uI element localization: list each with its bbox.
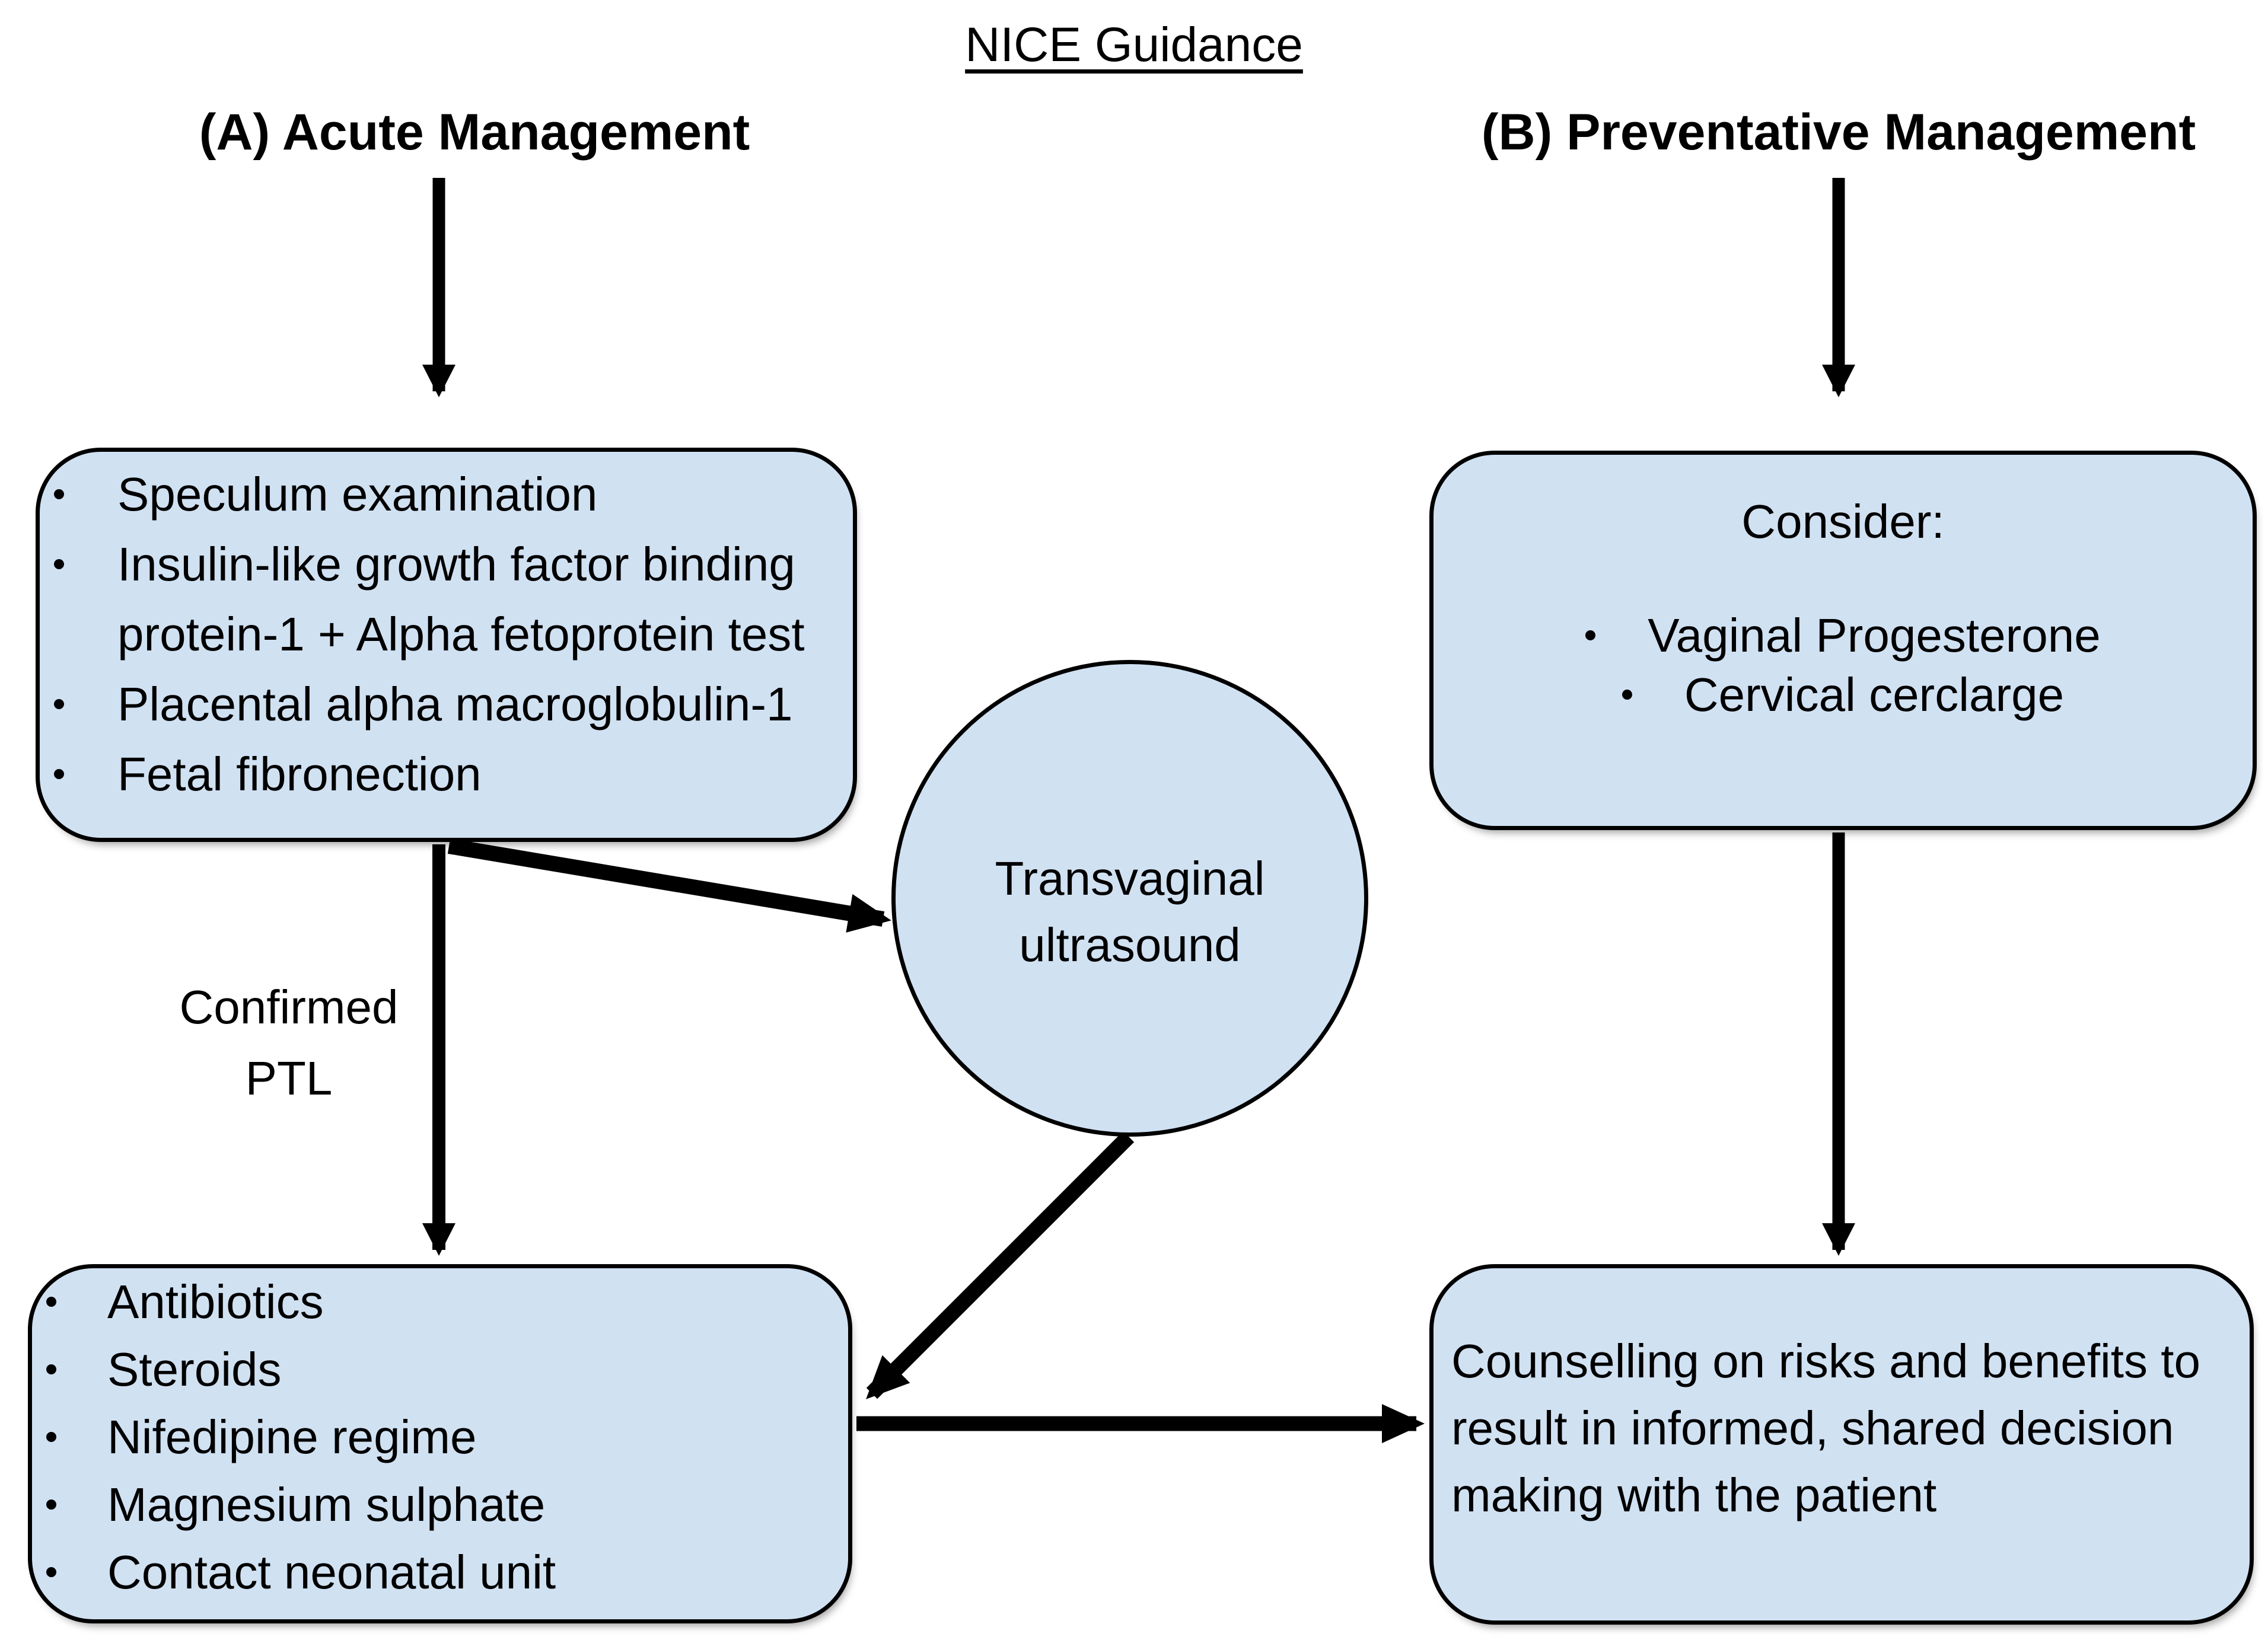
bullet-icon bbox=[46, 1364, 56, 1374]
heading-acute-management: (A) Acute Management bbox=[199, 104, 750, 161]
arrow-ultrasound-to-treatment bbox=[866, 1131, 1135, 1399]
list-item: Vaginal Progesterone bbox=[1434, 606, 2253, 665]
list-item: Speculum examination bbox=[54, 460, 830, 529]
assessment-tests-box: Speculum examination Insulin-like growth… bbox=[36, 448, 857, 842]
bullet-icon bbox=[54, 559, 64, 569]
list-item: Steroids bbox=[46, 1336, 830, 1403]
bullet-icon bbox=[46, 1500, 56, 1510]
consider-box: Consider: Vaginal Progesterone Cervical … bbox=[1429, 451, 2257, 830]
counselling-box: Counselling on risks and benefits to res… bbox=[1429, 1264, 2254, 1625]
treatment-list: Antibiotics Steroids Nifedipine regime M… bbox=[32, 1268, 848, 1606]
assessment-tests-list: Speculum examination Insulin-like growth… bbox=[40, 452, 853, 809]
list-item: Cervical cerclarge bbox=[1434, 665, 2253, 725]
list-item: Placental alpha macroglobulin-1 bbox=[54, 669, 830, 739]
transvaginal-ultrasound-label: Transvaginal ultrasound bbox=[995, 852, 1265, 971]
list-item: Antibiotics bbox=[46, 1268, 830, 1336]
bullet-icon bbox=[46, 1432, 56, 1442]
consider-options-list: Vaginal Progesterone Cervical cerclarge bbox=[1434, 606, 2253, 725]
treatment-box: Antibiotics Steroids Nifedipine regime M… bbox=[28, 1264, 852, 1623]
bullet-icon bbox=[54, 769, 64, 779]
list-item: Insulin-like growth factor binding prote… bbox=[54, 529, 830, 669]
list-item: Contact neonatal unit bbox=[46, 1539, 830, 1606]
diagram-title: NICE Guidance bbox=[965, 18, 1303, 72]
consider-heading: Consider: bbox=[1741, 495, 1945, 548]
bullet-icon bbox=[54, 699, 64, 709]
heading-preventative-management: (B) Preventative Management bbox=[1481, 104, 2196, 161]
arrow-assessment-to-ultrasound bbox=[447, 838, 891, 933]
bullet-icon bbox=[46, 1297, 56, 1307]
counselling-text: Counselling on risks and benefits to res… bbox=[1451, 1335, 2200, 1521]
list-item: Fetal fibronection bbox=[54, 739, 830, 809]
list-item: Nifedipine regime bbox=[46, 1403, 830, 1471]
bullet-icon bbox=[1585, 630, 1596, 640]
bullet-icon bbox=[1622, 690, 1632, 700]
list-item: Magnesium sulphate bbox=[46, 1471, 830, 1539]
confirmed-ptl-label: Confirmed PTL bbox=[179, 981, 399, 1105]
transvaginal-ultrasound-node: Transvaginal ultrasound bbox=[891, 660, 1368, 1137]
bullet-icon bbox=[54, 489, 64, 499]
bullet-icon bbox=[46, 1567, 56, 1577]
